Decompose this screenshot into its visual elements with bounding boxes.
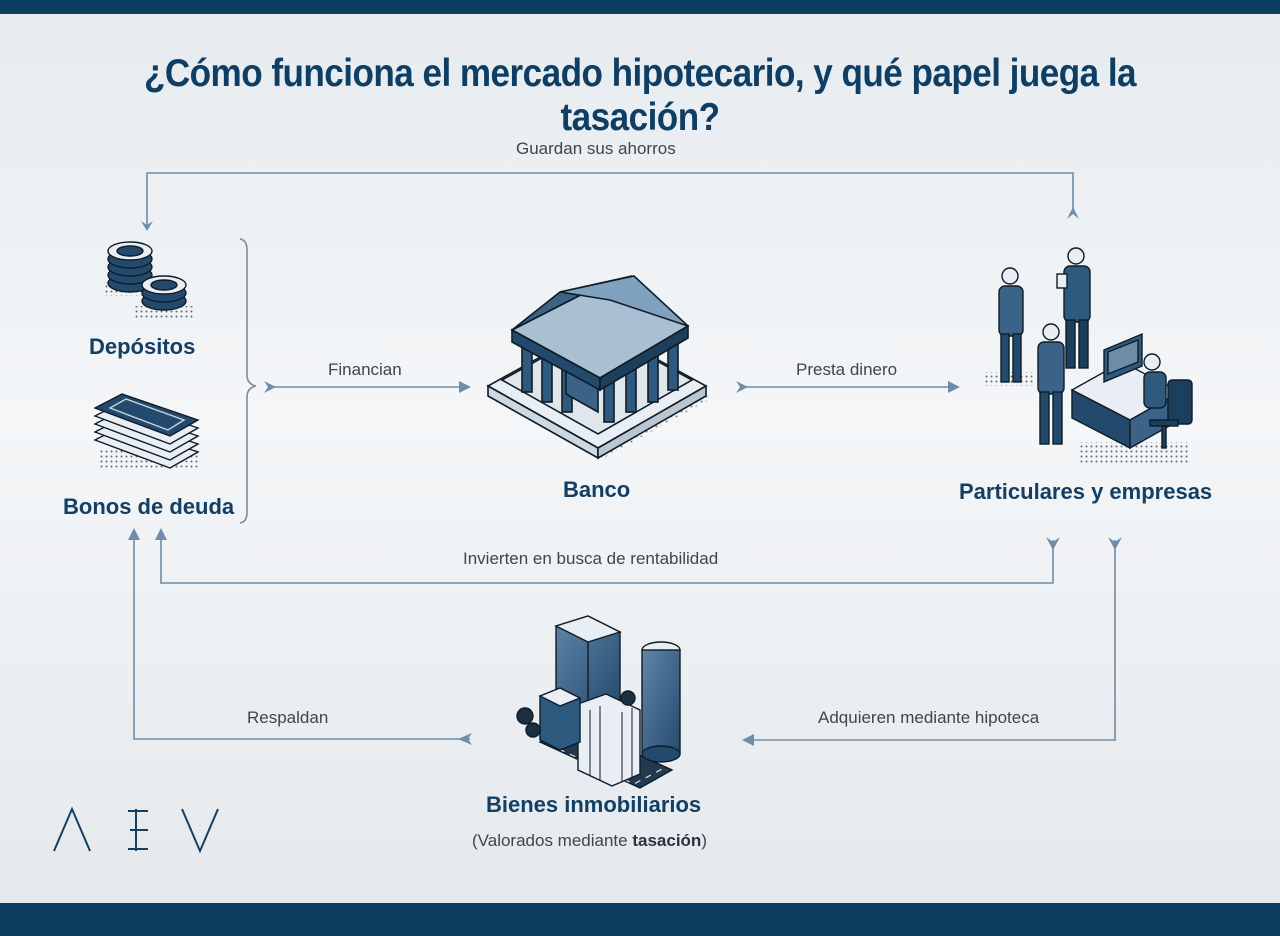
page-title: ¿Cómo funciona el mercado hipotecario, y… xyxy=(143,52,1137,139)
arrow-down-invierten xyxy=(1046,537,1060,550)
top-bar xyxy=(0,0,1280,14)
aev-logo xyxy=(52,805,222,867)
note-bold: tasación xyxy=(632,831,702,850)
node-bonos: Bonos de deuda xyxy=(63,494,235,519)
arrow-down-adquieren xyxy=(1108,537,1122,550)
arrow-up-bonos-respaldan xyxy=(128,528,140,540)
arrow-down-depositos xyxy=(141,221,153,231)
bond-stack-icon xyxy=(93,393,200,470)
node-depositos: Depósitos xyxy=(89,334,196,359)
node-particulares: Particulares y empresas xyxy=(959,479,1213,504)
arrow-right-presta-end xyxy=(948,381,960,393)
flow-label-guardan: Guardan sus ahorros xyxy=(516,139,676,158)
arrow-up-bonos-invierten xyxy=(155,528,167,540)
arrow-left-respaldan xyxy=(458,733,472,745)
line-guardan xyxy=(146,172,1074,225)
note-suffix: ) xyxy=(701,831,707,850)
coin-stack-icon xyxy=(105,241,193,320)
aev-logo-mark xyxy=(53,806,219,854)
bottom-bar xyxy=(0,903,1280,936)
flow-label-invierten: Invierten en busca de rentabilidad xyxy=(463,549,719,568)
buildings-icon xyxy=(516,615,681,789)
note-prefix: (Valorados mediante xyxy=(472,831,633,850)
office-people-icon xyxy=(985,247,1193,464)
flow-label-respaldan: Respaldan xyxy=(247,708,329,727)
node-banco: Banco xyxy=(563,477,631,502)
line-invierten xyxy=(160,533,1054,584)
flow-label-adquieren: Adquieren mediante hipoteca xyxy=(818,708,1040,727)
node-bienes-note: (Valorados mediante tasación) xyxy=(472,831,707,851)
bracket xyxy=(239,238,257,524)
line-respaldan xyxy=(133,532,470,740)
arrow-up-guardan xyxy=(1067,207,1079,219)
node-bienes: Bienes inmobiliarios xyxy=(486,792,702,817)
arrow-right-financian-start xyxy=(264,381,276,393)
flow-label-presta: Presta dinero xyxy=(796,360,898,379)
line-adquieren xyxy=(744,540,1116,741)
arrow-right-presta-start xyxy=(736,381,748,393)
arrow-right-financian-end xyxy=(459,381,471,393)
arrow-left-adquieren xyxy=(742,734,754,746)
bank-icon xyxy=(486,275,712,460)
flow-label-financian: Financian xyxy=(328,360,402,379)
